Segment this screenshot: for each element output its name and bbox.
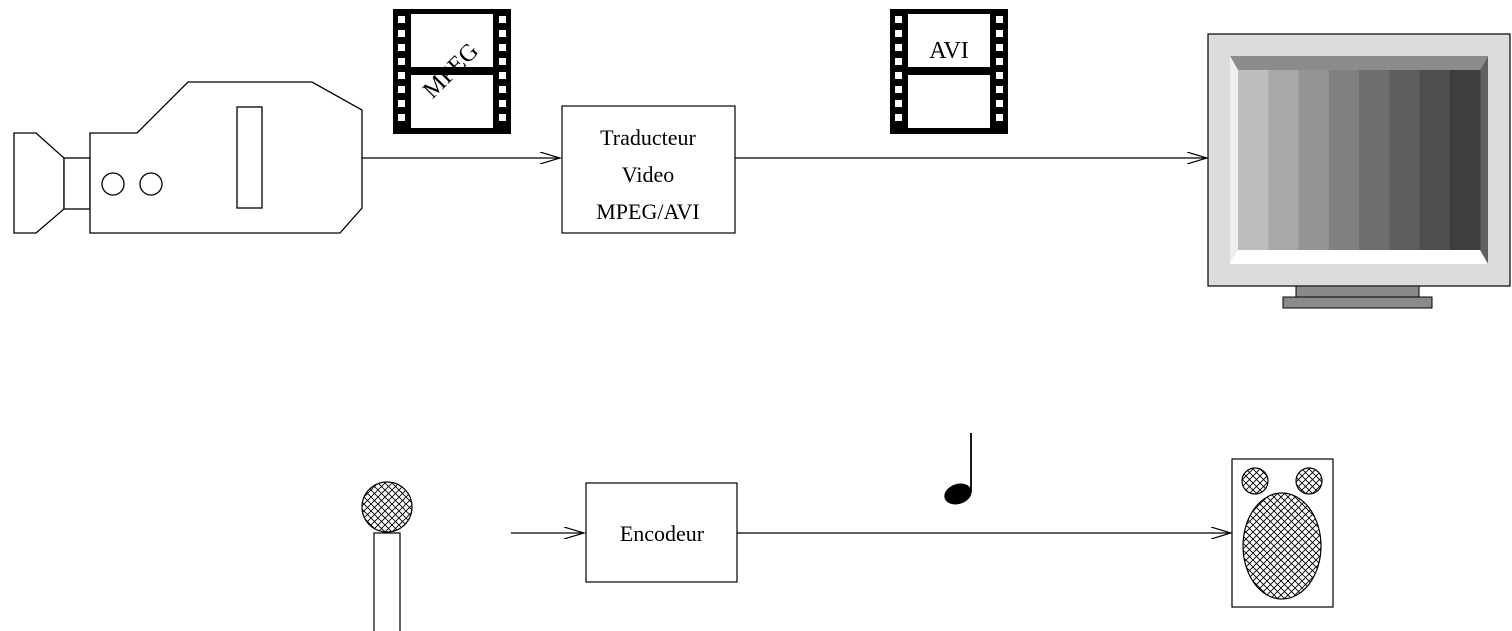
speaker-icon xyxy=(1231,458,1334,608)
screen-bar xyxy=(1389,70,1420,250)
screen-bar xyxy=(1449,70,1481,250)
translator-label-line-2: Video xyxy=(622,162,674,187)
encoder-box: Encodeur xyxy=(585,482,738,583)
screen-bar xyxy=(1359,70,1390,250)
microphone-icon xyxy=(361,481,413,631)
monitor-icon xyxy=(1207,33,1511,309)
monitor-screen xyxy=(1238,70,1481,250)
encoder-label: Encodeur xyxy=(620,521,705,546)
video-camera-icon xyxy=(13,81,363,234)
translator-box: Traducteur Video MPEG/AVI xyxy=(561,105,736,234)
screen-bar xyxy=(1328,70,1360,250)
music-note-icon xyxy=(944,433,972,505)
film-strip-icon: AVI xyxy=(890,9,1008,134)
translator-label-line-1: Traducteur xyxy=(600,125,696,150)
screen-bar xyxy=(1419,70,1451,250)
film-out-label: AVI xyxy=(929,38,969,64)
screen-bar xyxy=(1298,70,1330,250)
screen-bar xyxy=(1268,70,1299,250)
screen-bar xyxy=(1238,70,1269,250)
film-strip-icon: MPEG xyxy=(393,9,511,134)
translator-label-line-3: MPEG/AVI xyxy=(596,199,700,224)
